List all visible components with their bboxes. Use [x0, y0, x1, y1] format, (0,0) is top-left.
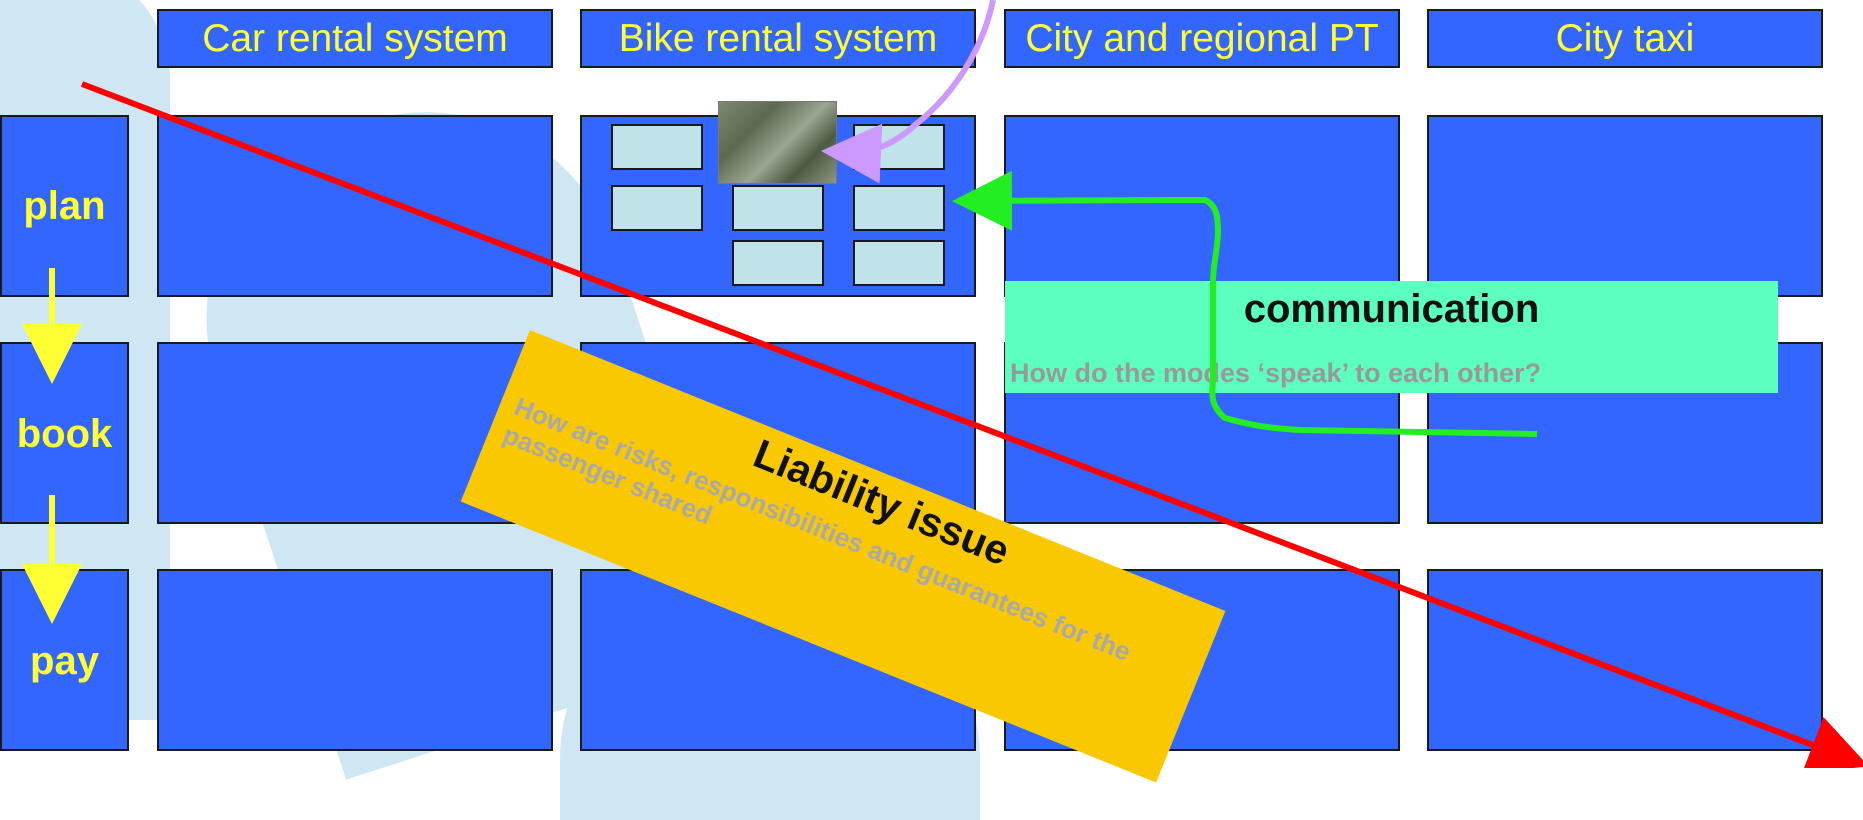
cell-car-plan: [157, 115, 553, 297]
bike-sub-box: [732, 240, 824, 286]
communication-title: communication: [1243, 287, 1540, 331]
bike-sub-box: [611, 124, 703, 170]
purple-arrow: [821, 0, 996, 184]
row-box-plan: [0, 115, 129, 297]
column-header-bike-rental: Bike rental system: [580, 9, 976, 68]
row-label-plan: plan: [23, 184, 106, 228]
arrows-overlay: [22, 0, 996, 624]
crowd-photo: [718, 101, 837, 184]
green-arrow-overlay: [952, 170, 1538, 437]
cell-car-pay: [157, 569, 553, 751]
column-header-label: City taxi: [1555, 16, 1695, 60]
column-header-city-taxi: City taxi: [1427, 9, 1823, 68]
column-header-public-transport: City and regional PT: [1004, 9, 1400, 68]
column-header-label: Car rental system: [202, 16, 508, 60]
row-label-book: book: [16, 412, 113, 456]
communication-box: communication How do the modes ‘speak’ t…: [1005, 281, 1778, 393]
cell-taxi-plan: [1427, 115, 1823, 297]
bike-sub-box: [732, 185, 824, 231]
column-header-label: City and regional PT: [1025, 16, 1379, 60]
red-diagonal-arrow: [80, 81, 1863, 768]
red-arrow-overlay: [80, 81, 1863, 768]
green-connector-arrow: [952, 170, 1538, 437]
cell-taxi-pay: [1427, 569, 1823, 751]
bike-sub-box: [611, 185, 703, 231]
row-label-pay: pay: [30, 639, 99, 683]
communication-question: How do the modes ‘speak’ to each other?: [1010, 358, 1542, 388]
bike-sub-box: [853, 240, 945, 286]
bike-sub-box: [853, 185, 945, 231]
column-header-label: Bike rental system: [618, 16, 938, 60]
column-header-car-rental: Car rental system: [157, 9, 553, 68]
